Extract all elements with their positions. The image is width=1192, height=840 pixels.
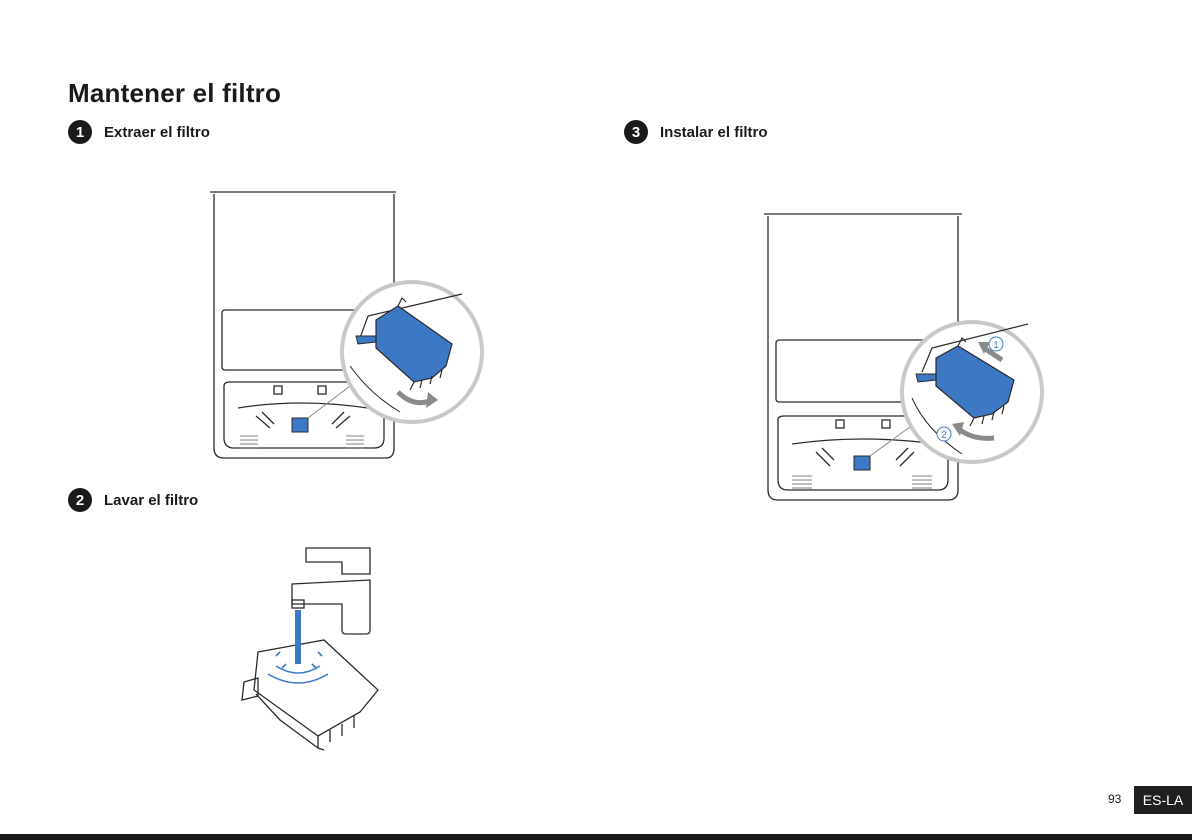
extract-filter-illustration [200, 186, 490, 466]
step-number-badge: 3 [624, 120, 648, 144]
step-label: Lavar el filtro [104, 492, 198, 509]
callout-1-label: 1 [993, 340, 999, 351]
language-tag: ES-LA [1134, 786, 1192, 814]
page-number: 93 [1108, 792, 1121, 806]
step-3-heading: 3 Instalar el filtro [624, 120, 768, 144]
step-number-badge: 1 [68, 120, 92, 144]
callout-2-marker: 2 [937, 427, 951, 441]
step-2-heading: 2 Lavar el filtro [68, 488, 198, 512]
step-number-badge: 2 [68, 488, 92, 512]
bottom-rule [0, 834, 1192, 840]
callout-2-label: 2 [941, 430, 947, 441]
step-1-heading: 1 Extraer el filtro [68, 120, 210, 144]
wash-filter-illustration [220, 544, 390, 760]
page-title: Mantener el filtro [68, 78, 281, 109]
step-label: Extraer el filtro [104, 124, 210, 141]
step-label: Instalar el filtro [660, 124, 768, 141]
install-filter-illustration: 1 2 [756, 208, 1056, 508]
callout-1-marker: 1 [989, 337, 1003, 351]
